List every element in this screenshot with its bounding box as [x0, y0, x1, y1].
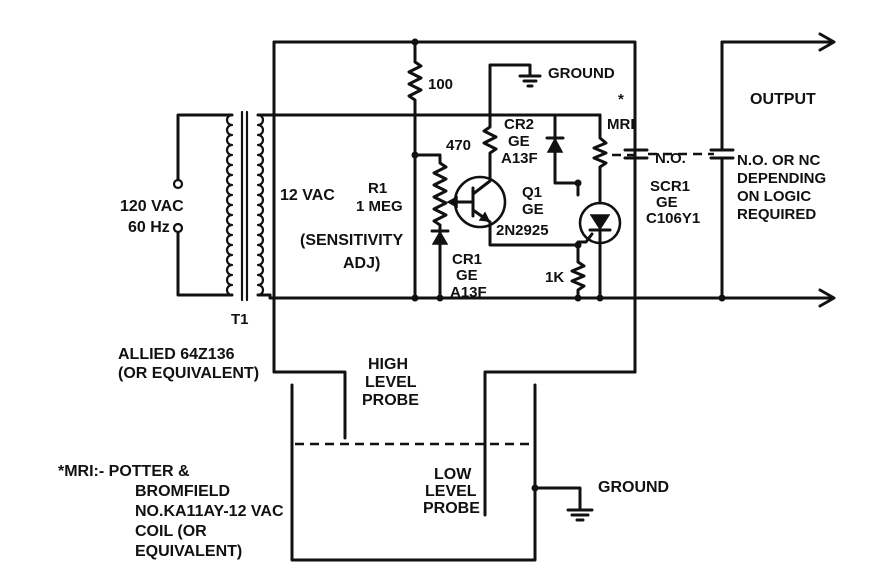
scr1	[576, 193, 622, 300]
label-scr-3: C106Y1	[646, 210, 700, 227]
tank	[290, 383, 594, 562]
label-low-1: LOW	[434, 466, 472, 483]
label-q1-2: GE	[522, 201, 544, 218]
label-sens-2: ADJ)	[343, 255, 380, 272]
label-q1-3: 2N2925	[496, 222, 549, 239]
label-r1-2: 1 MEG	[356, 198, 403, 215]
label-no-nc-4: REQUIRED	[737, 206, 816, 223]
transistor-q1	[453, 158, 580, 247]
label-allied-1: ALLIED 64Z136	[118, 346, 235, 363]
label-cr2-2: GE	[508, 133, 530, 150]
resistor-100	[407, 38, 423, 300]
label-no-relay: N.O.	[655, 150, 686, 167]
label-no-nc-3: ON LOGIC	[737, 188, 811, 205]
relay-contacts	[598, 32, 836, 374]
label-high-3: PROBE	[362, 392, 419, 409]
label-note-4: COIL (OR	[135, 523, 207, 540]
label-cr1-2: GE	[456, 267, 478, 284]
label-mr1-star: *	[618, 91, 624, 108]
label-vin-1: 120 VAC	[120, 198, 184, 215]
label-ground-top: GROUND	[548, 65, 615, 82]
label-low-3: PROBE	[423, 500, 480, 517]
label-cr1-3: A13F	[450, 284, 487, 301]
label-r100: 100	[428, 76, 453, 93]
label-q1-1: Q1	[522, 184, 542, 201]
label-cr1-1: CR1	[452, 251, 482, 268]
bottom-rail	[268, 293, 604, 302]
label-scr-2: GE	[656, 194, 678, 211]
label-high-1: HIGH	[368, 356, 408, 373]
label-note-5: EQUIVALENT)	[135, 543, 242, 560]
label-r1-1: R1	[368, 180, 387, 197]
label-note-3: NO.KA11AY-12 VAC	[135, 503, 284, 520]
label-cr2-1: CR2	[504, 116, 534, 133]
diode-cr1	[430, 229, 450, 245]
label-r470: 470	[446, 137, 471, 154]
label-high-2: LEVEL	[365, 374, 417, 391]
label-t1: T1	[231, 311, 249, 328]
label-note-2: BROMFIELD	[135, 483, 230, 500]
label-r1k: 1K	[545, 269, 564, 286]
label-allied-2: (OR EQUIVALENT)	[118, 365, 259, 382]
label-scr-1: SCR1	[650, 178, 690, 195]
label-note-1: *MRI:- POTTER &	[58, 463, 190, 480]
label-mr1: MRI	[607, 116, 635, 133]
label-vsec: 12 VAC	[280, 187, 335, 204]
label-cr2-3: A13F	[501, 150, 538, 167]
label-no-nc-1: N.O. OR NC	[737, 152, 821, 169]
transformer-t1	[172, 110, 602, 302]
label-vin-2: 60 Hz	[128, 219, 170, 236]
resistor-470	[482, 63, 542, 162]
label-no-nc-2: DEPENDING	[737, 170, 826, 187]
resistor-1k	[570, 181, 586, 300]
label-ground-bottom: GROUND	[598, 479, 669, 496]
diode-cr2	[545, 113, 580, 185]
label-sens-1: (SENSITIVITY	[300, 232, 403, 249]
label-low-2: LEVEL	[425, 483, 477, 500]
label-output: OUTPUT	[750, 91, 816, 108]
